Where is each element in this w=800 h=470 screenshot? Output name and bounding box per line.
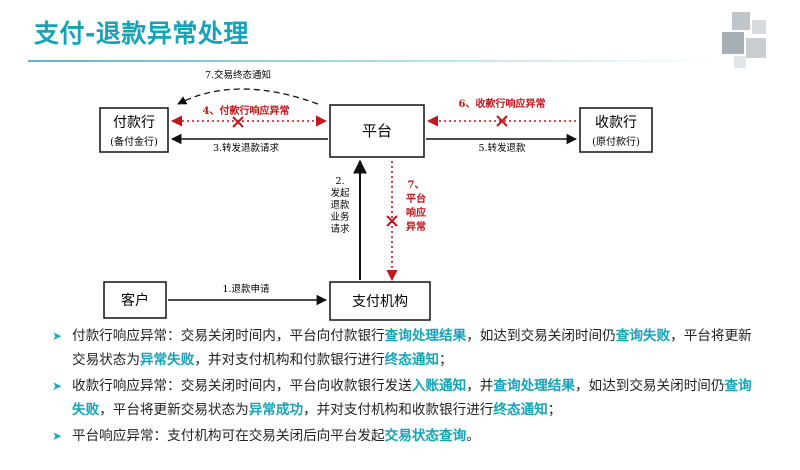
bullet-text: ，并对支付机构和收款银行进行 (303, 402, 494, 418)
refund-apply-label: 1.退款申请 (222, 283, 270, 295)
bullet-text: ，如达到交易关闭时间仍 (466, 328, 616, 344)
bullet-text: ，并对支付机构和付款银行进行 (194, 352, 385, 368)
platform-error-label: 7、 平台 响应 异常 (406, 180, 426, 233)
highlighted-term: 查询处理结果 (384, 328, 467, 344)
svg-text:请求: 请求 (330, 223, 350, 235)
payment-org-label: 支付机构 (352, 294, 408, 310)
node-customer: 客户 (103, 281, 167, 319)
svg-text:7、: 7、 (408, 180, 425, 191)
highlighted-term: 异常成功 (248, 402, 304, 418)
payee-bank-name: 收款行 (595, 115, 637, 131)
payer-bank-sub: (备付金行) (110, 135, 158, 148)
cross-icon (496, 115, 508, 127)
forward-request-label: 3.转发退款请求 (213, 142, 280, 154)
corner-decoration (722, 10, 782, 70)
final-notice-arrow (177, 88, 319, 105)
bullet-text: 平台响应异常：支付机构可在交易关闭后向平台发起 (72, 428, 385, 444)
highlighted-term: 查询失败 (615, 328, 671, 344)
payer-error-label: 4、付款行响应异常 (203, 104, 290, 117)
svg-text:平台: 平台 (406, 192, 426, 205)
bullet-text: ，如达到交易关闭时间仍 (574, 378, 725, 394)
bullet-text: ； (439, 352, 453, 368)
refund-request-label: 2. 发起 退款 业务 请求 (330, 176, 350, 235)
bullet-text: ，并 (466, 378, 494, 394)
highlighted-term: 异常失败 (139, 352, 195, 368)
triangle-bullet-icon: ➤ (52, 429, 63, 443)
forward-refund-label: 5.转发退款 (478, 142, 526, 154)
title-divider (28, 60, 718, 62)
final-notice-label: 7.交易终态通知 (205, 69, 271, 81)
list-item: ➤ 收款行响应异常：交易关闭时间内，平台向收款银行发送入账通知，并查询处理结果，如… (52, 374, 752, 422)
triangle-bullet-icon: ➤ (52, 379, 63, 393)
svg-text:2.: 2. (335, 176, 344, 187)
highlighted-term: 入账通知 (411, 378, 467, 394)
highlighted-term: 终态通知 (384, 352, 440, 368)
node-payer-bank: 付款行 (备付金行) (99, 107, 169, 153)
node-payee-bank: 收款行 (原付款行) (579, 107, 653, 153)
explanation-list: ➤付款行响应异常：交易关闭时间内，平台向付款银行查询处理结果，如达到交易关闭时间… (52, 324, 752, 450)
payee-error-label: 6、收款行响应异常 (459, 97, 546, 110)
cross-icon (232, 116, 244, 128)
svg-text:业务: 业务 (330, 211, 350, 223)
list-item: ➤ 付款行响应异常：交易关闭时间内，平台向付款银行查询处理结果，如达到交易关闭时间… (52, 324, 752, 372)
title-main: 支付 (34, 19, 86, 48)
refund-flow-diagram: 付款行 (备付金行) 平台 收款行 (原付款行) 客户 支付机构 7.交易终态通… (99, 69, 653, 321)
bullet-text: 付款行响应异常：交易关闭时间内，平台向付款银行 (72, 328, 385, 344)
highlighted-term: 交易状态查询 (384, 428, 467, 444)
highlighted-term: 查询失败 (72, 378, 752, 418)
triangle-bullet-icon: ➤ (52, 329, 63, 343)
cross-icon (386, 215, 398, 227)
platform-label: 平台 (362, 122, 392, 140)
bullet-text: 。 (466, 428, 480, 444)
highlighted-term: 查询处理结果 (493, 378, 575, 394)
highlighted-term: 终态通知 (493, 402, 548, 418)
payee-bank-sub: (原付款行) (592, 135, 640, 148)
page-title: 支付-退款异常处理 (34, 14, 249, 50)
bullet-text: ，平台将更新交易状态为 (99, 402, 249, 418)
svg-text:发起: 发起 (330, 187, 350, 199)
bullet-text: ，平台将更新交易状态为 (72, 328, 752, 368)
bullet-text: 收款行响应异常：交易关闭时间内，平台向收款银行发送 (72, 378, 412, 394)
node-platform: 平台 (329, 104, 425, 158)
bullet-text: ； (547, 402, 562, 418)
svg-text:异常: 异常 (406, 220, 426, 233)
customer-label: 客户 (121, 292, 149, 309)
svg-text:响应: 响应 (406, 206, 426, 219)
svg-text:退款: 退款 (330, 199, 350, 211)
list-item: ➤ 平台响应异常：支付机构可在交易关闭后向平台发起交易状态查询。 (52, 424, 752, 448)
payer-bank-name: 付款行 (113, 115, 155, 131)
node-payment-org: 支付机构 (329, 281, 431, 321)
title-sub: -退款异常处理 (85, 19, 249, 48)
